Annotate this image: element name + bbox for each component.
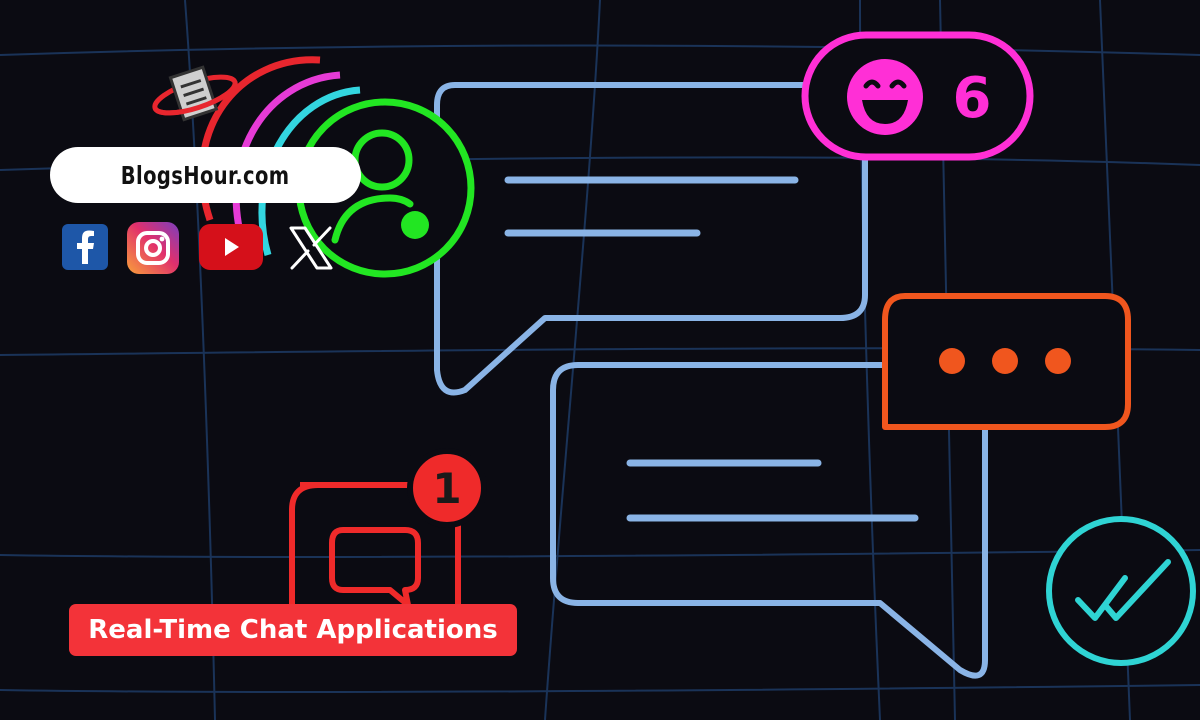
site-name-pill[interactable]: BlogsHour.com — [50, 147, 361, 203]
site-logo — [152, 65, 238, 122]
instagram-icon[interactable] — [127, 222, 179, 274]
youtube-icon[interactable] — [199, 224, 263, 270]
facebook-icon[interactable] — [62, 224, 108, 270]
x-icon[interactable] — [285, 222, 337, 274]
notification-chat-icon: 1 — [289, 448, 487, 640]
chat-bubble-top — [434, 82, 868, 396]
reaction-badge: 6 — [801, 31, 1034, 161]
article-title: Real-Time Chat Applications — [88, 615, 498, 645]
reaction-count: 6 — [953, 66, 992, 131]
site-name: BlogsHour.com — [121, 160, 290, 190]
typing-indicator — [882, 293, 1131, 430]
read-receipt-icon — [1046, 516, 1196, 666]
article-title-badge: Real-Time Chat Applications — [69, 604, 517, 656]
notification-count: 1 — [432, 464, 461, 513]
